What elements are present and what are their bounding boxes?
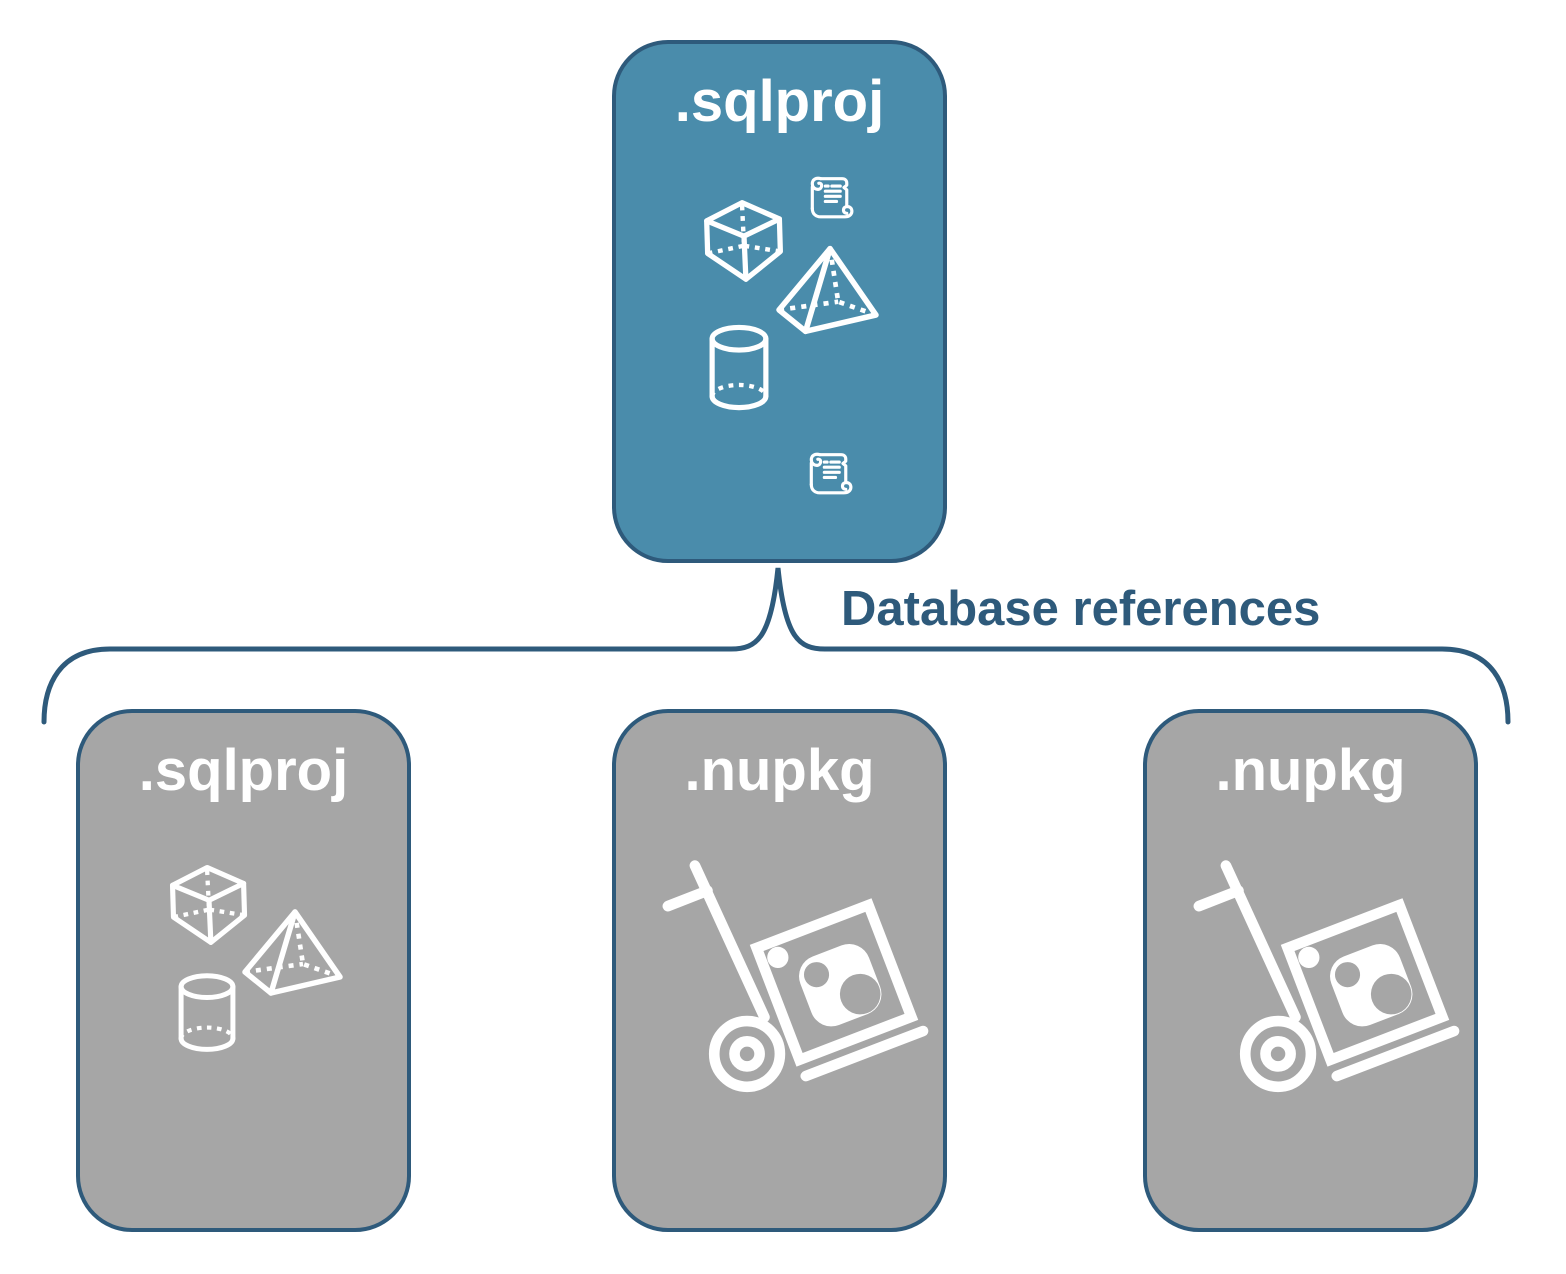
edge-label-database-references: Database references [841,582,1321,636]
cylinder-icon [175,973,239,1053]
sql-script-scroll-icon [803,172,857,230]
node-nupkg-child: .nupkg [1143,709,1478,1232]
sql-script-scroll-icon [802,448,856,506]
node-sqlproj-child: .sqlproj [76,709,411,1232]
node-title: .nupkg [684,738,875,803]
pyramid-icon [776,245,879,335]
cylinder-icon [706,324,772,412]
cube-icon [700,196,788,284]
node-nupkg-child: .nupkg [612,709,947,1232]
node-title: .nupkg [1215,738,1406,803]
hand-truck-icon [662,858,929,1103]
node-title: .sqlproj [138,738,349,803]
hand-truck-icon [1193,858,1460,1103]
pyramid-icon [242,909,343,996]
node-title: .sqlproj [674,69,885,134]
node-sqlproj-root: .sqlproj [612,40,947,563]
cube-icon [166,861,252,947]
